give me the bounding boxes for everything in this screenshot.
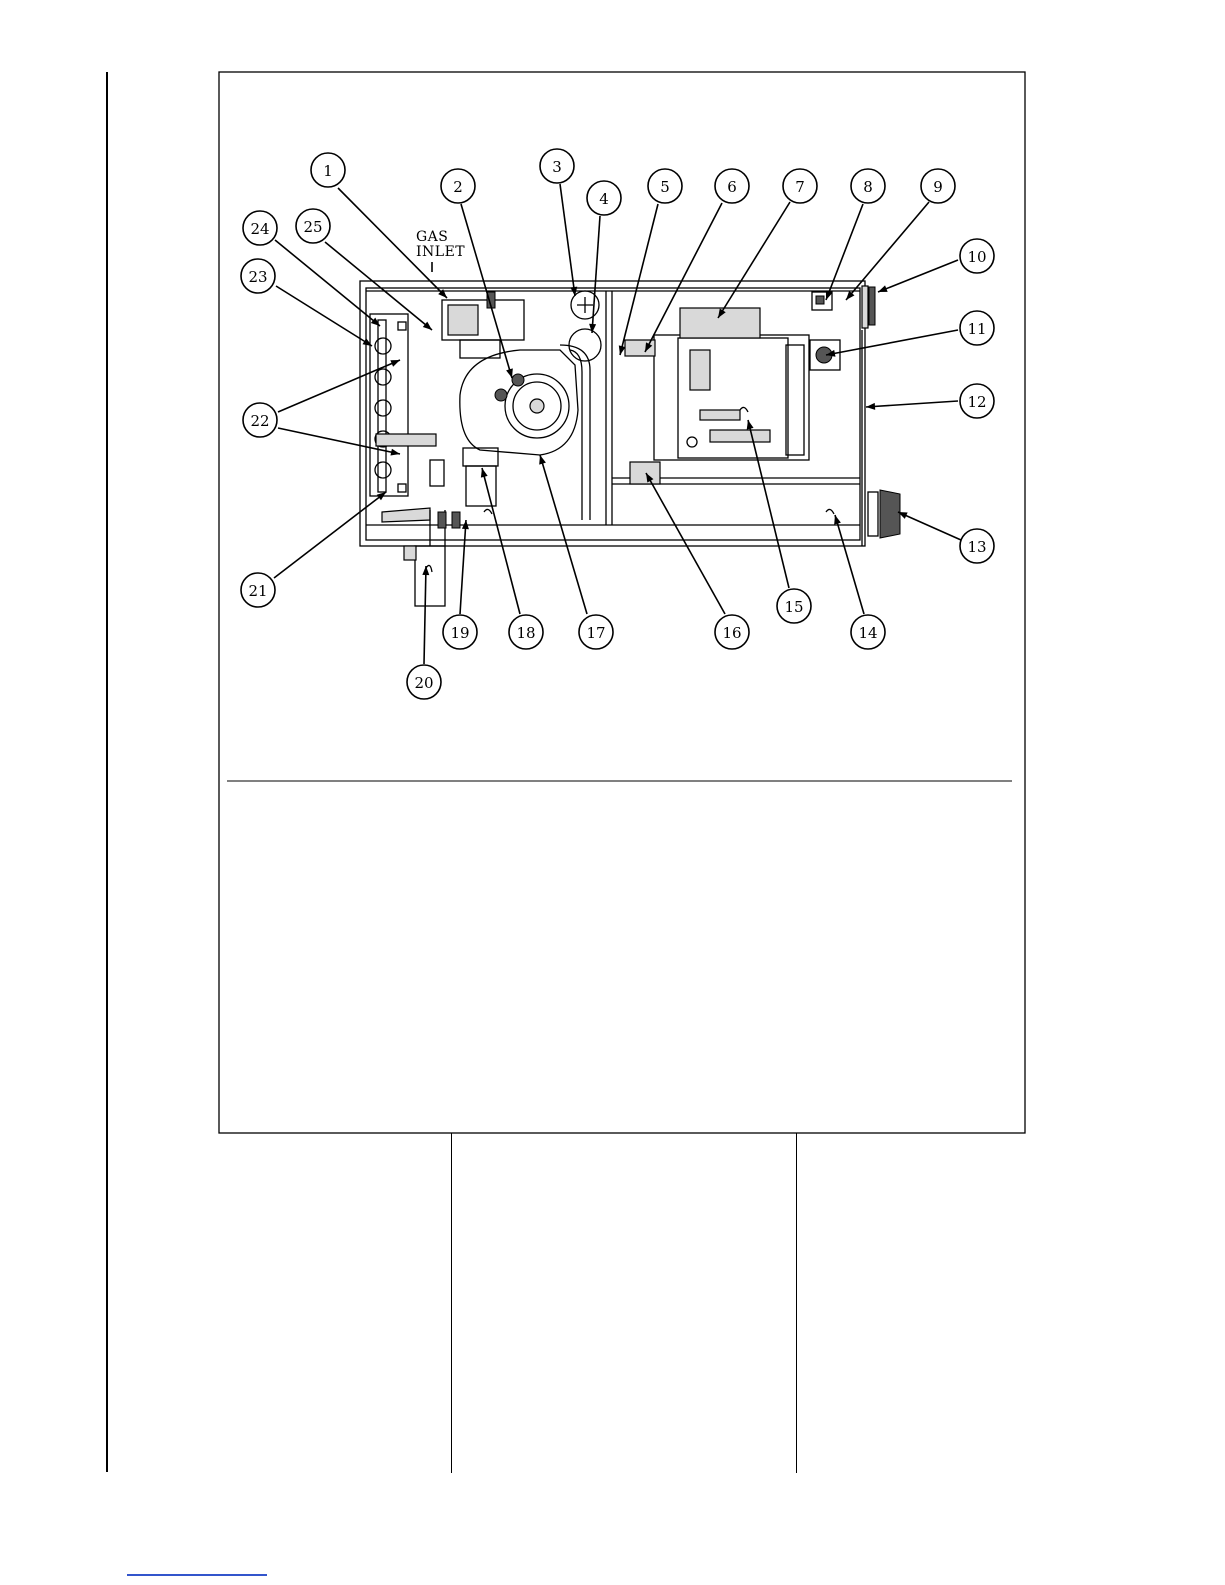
callout-balloon-11: 11: [960, 311, 994, 345]
callout-leader-20: [424, 566, 426, 664]
callout-number: 15: [784, 598, 803, 616]
callout-leader-10-arrowhead: [878, 285, 888, 292]
callout-balloon-6: 6: [715, 169, 749, 203]
callout-leader-17-arrowhead: [539, 455, 546, 465]
callout-leader-18-arrowhead: [481, 468, 488, 478]
callout-leaders: [274, 184, 961, 664]
callout-number: 16: [722, 624, 741, 642]
callout-leader-20-arrowhead: [422, 566, 429, 575]
callout-balloon-9: 9: [921, 169, 955, 203]
callout-balloon-10: 10: [960, 239, 994, 273]
callout-balloon-5: 5: [648, 169, 682, 203]
callout-leader-5: [620, 204, 658, 355]
callout-leader-22: [278, 360, 400, 412]
callout-number: 23: [248, 268, 267, 286]
callout-number: 18: [516, 624, 535, 642]
callout-balloon-23: 23: [241, 259, 275, 293]
callout-leader-3: [560, 184, 575, 296]
callout-number: 21: [248, 582, 267, 600]
callout-leader-11: [826, 330, 958, 355]
callout-leader-4: [592, 216, 600, 333]
callout-leader-22-arrowhead: [390, 360, 400, 367]
callout-number: 6: [727, 178, 737, 196]
callout-balloon-14: 14: [851, 615, 885, 649]
callout-balloon-18: 18: [509, 615, 543, 649]
pressure-switch: [569, 291, 601, 361]
callout-balloon-1: 1: [311, 153, 345, 187]
gas-inlet-label-line-2: INLET: [416, 244, 465, 260]
gas-valve: [442, 292, 524, 358]
callout-leader-2-arrowhead: [506, 368, 513, 378]
callout-number: 14: [858, 624, 877, 642]
callout-number: 13: [967, 538, 986, 556]
callout-number: 9: [933, 178, 943, 196]
inducer-blower: [460, 350, 578, 506]
callout-balloon-15: 15: [777, 589, 811, 623]
callout-balloon-22: 22: [243, 403, 277, 437]
callout-number: 7: [795, 178, 805, 196]
callout-leader-21: [274, 492, 386, 578]
callout-number: 8: [863, 178, 873, 196]
burner-assembly: [370, 314, 444, 522]
callout-number: 17: [586, 624, 605, 642]
callout-balloon-13: 13: [960, 529, 994, 563]
callout-balloon-4: 4: [587, 181, 621, 215]
callout-number: 1: [323, 162, 333, 180]
callout-balloon-25: 25: [296, 209, 330, 243]
callout-leader-4-arrowhead: [589, 324, 596, 333]
callout-number: 25: [303, 218, 322, 236]
callout-number: 10: [967, 248, 986, 266]
callout-number: 19: [450, 624, 469, 642]
callout-number: 22: [250, 412, 269, 430]
callout-balloon-19: 19: [443, 615, 477, 649]
callout-leader-12-arrowhead: [866, 403, 875, 410]
callout-leader-12: [866, 401, 958, 407]
callout-balloon-21: 21: [241, 573, 275, 607]
callout-number: 11: [967, 320, 986, 338]
furnace-cabinet: [360, 281, 875, 546]
callout-number: 3: [552, 158, 562, 176]
callout-balloon-20: 20: [407, 665, 441, 699]
callout-balloon-16: 16: [715, 615, 749, 649]
callout-balloon-8: 8: [851, 169, 885, 203]
callout-leader-14-arrowhead: [834, 515, 841, 525]
callout-balloon-17: 17: [579, 615, 613, 649]
callout-balloon-3: 3: [540, 149, 574, 183]
callout-leader-7: [718, 202, 790, 318]
callout-leader-22-b-arrowhead: [390, 449, 400, 456]
callout-leader-19: [460, 520, 466, 614]
callout-balloon-24: 24: [243, 211, 277, 245]
callout-number: 20: [414, 674, 433, 692]
callout-number: 24: [250, 220, 269, 238]
callout-number: 12: [967, 393, 986, 411]
callout-number: 4: [599, 190, 609, 208]
callout-leader-18: [482, 468, 520, 614]
callout-number: 2: [453, 178, 463, 196]
callout-leader-23: [276, 286, 372, 346]
callout-balloon-12: 12: [960, 384, 994, 418]
control-board: [625, 308, 809, 484]
callout-leader-16: [646, 473, 725, 614]
callout-leader-10: [878, 260, 958, 292]
callout-number: 5: [660, 178, 670, 196]
callout-leader-15: [748, 420, 789, 588]
gas-inlet-label-line-1: GAS: [416, 229, 448, 245]
limit-switch: [810, 292, 840, 370]
callout-leader-24: [275, 240, 380, 326]
callout-leader-17: [540, 455, 587, 614]
callout-balloon-2: 2: [441, 169, 475, 203]
callout-balloon-7: 7: [783, 169, 817, 203]
callout-leader-13: [898, 512, 961, 540]
vent-outlet-collar: [868, 490, 900, 538]
